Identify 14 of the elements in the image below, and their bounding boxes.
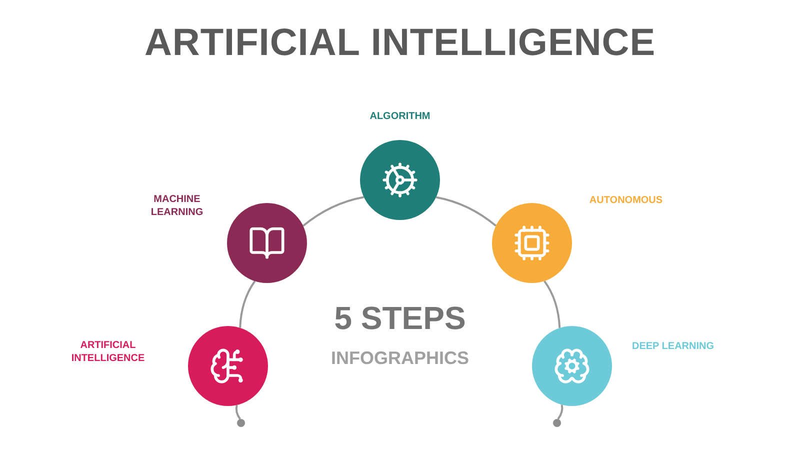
step-label: AUTONOMOUS: [588, 194, 664, 207]
step-label: ALGORITHM: [368, 110, 432, 123]
step-label: MACHINE LEARNING: [150, 193, 204, 219]
connector-line: [436, 196, 497, 227]
step-label: DEEP LEARNING: [630, 340, 716, 353]
connector-line: [557, 404, 564, 420]
center-heading: 5 STEPS: [333, 300, 467, 337]
title: ARTIFICIAL INTELLIGENCE: [143, 22, 657, 65]
center-subheading: INFOGRAPHICS: [330, 348, 470, 369]
connector-line: [239, 280, 256, 328]
step-label: ARTIFICIAL INTELLIGENCE: [70, 339, 146, 365]
connector-line: [235, 404, 241, 420]
connector-line: [302, 196, 364, 227]
connector-line: [544, 280, 561, 328]
